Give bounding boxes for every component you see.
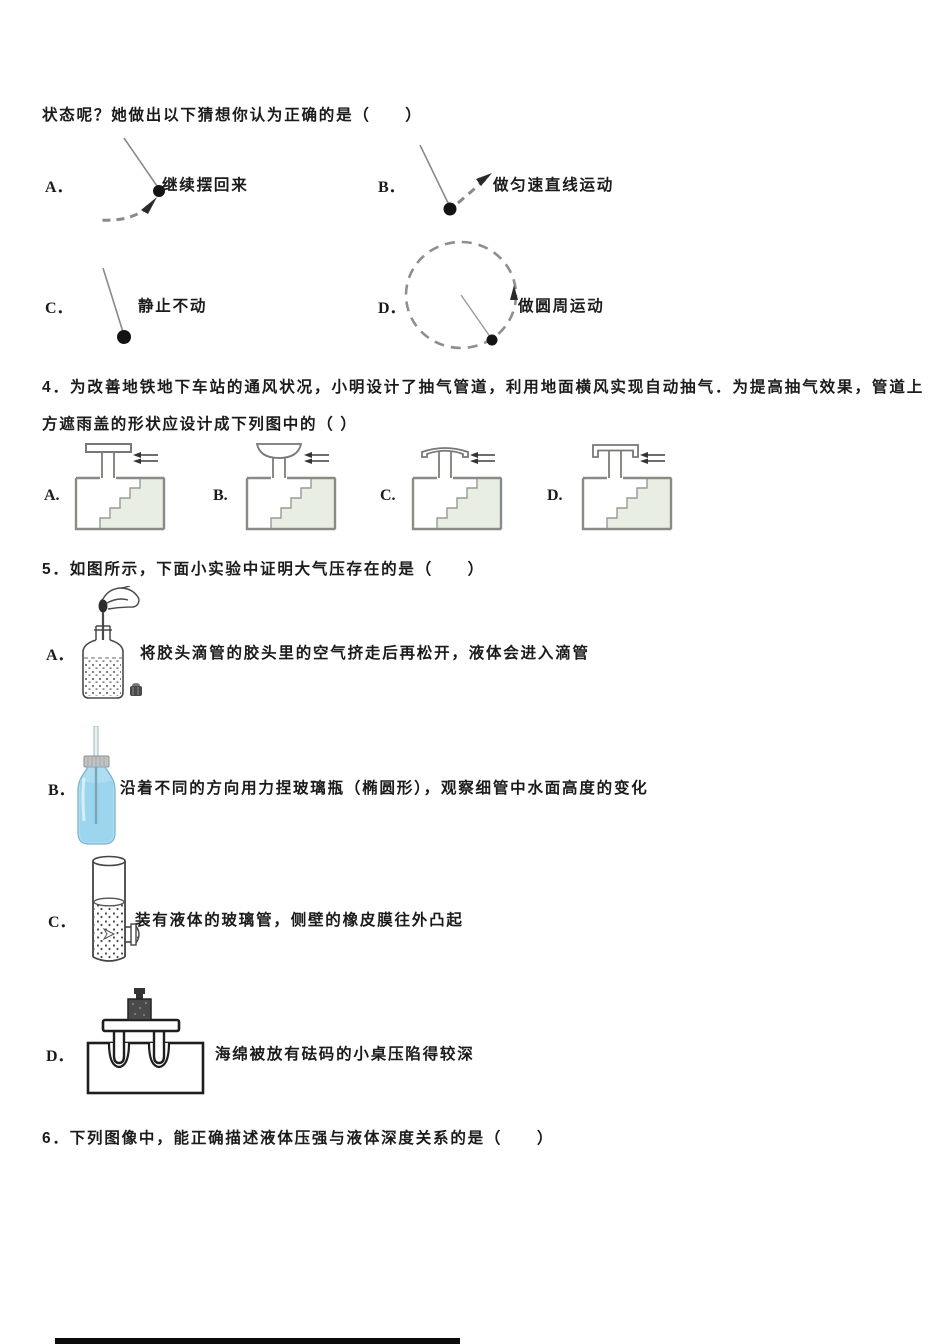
q5-option-b-text: 沿着不同的方向用力捏玻璃瓶（椭圆形），观察细管中水面高度的变化 [120, 780, 649, 797]
weight-table-sponge-diagram [86, 988, 205, 1095]
q3-option-c-label: C． [45, 300, 73, 317]
glass-bottle-thin-tube-diagram [77, 726, 116, 845]
pendulum-straight-line-diagram [419, 144, 492, 216]
q3-option-b-label: B． [378, 179, 405, 196]
question5-text: 5．如图所示，下面小实验中证明大气压存在的是（ ） [42, 561, 485, 578]
pendulum-still-diagram [102, 267, 131, 344]
q5-option-d-text: 海绵被放有砝码的小桌压陷得较深 [215, 1046, 475, 1063]
q3-option-b-text: 做匀速直线运动 [493, 177, 615, 194]
pendulum-swing-back-diagram [99, 137, 165, 222]
q5-option-c-label: C． [48, 914, 76, 931]
q4-curved-cover-duct-diagram [411, 447, 503, 531]
q5-option-c-text: 装有液体的玻璃管，侧壁的橡皮膜往外凸起 [135, 912, 464, 929]
q3-option-d-text: 做圆周运动 [518, 298, 605, 315]
scan-artifact-bar [55, 1338, 460, 1344]
q4-flat-cover-duct-diagram [74, 443, 166, 531]
q4-option-a-label: A. [44, 487, 60, 504]
q3-option-c-text: 静止不动 [138, 298, 208, 315]
q4-option-b-label: B. [213, 487, 228, 504]
q4-channel-cover-duct-diagram [581, 444, 673, 531]
q4-bowl-cover-duct-diagram [245, 443, 337, 531]
q4-option-c-label: C. [380, 487, 396, 504]
q5-option-a-text: 将胶头滴管的胶头里的空气挤走后再松开，液体会进入滴管 [140, 645, 590, 662]
q5-option-b-label: B． [48, 782, 75, 799]
q5-option-a-label: A． [46, 647, 74, 664]
question4-text: 4．为改善地铁地下车站的通风状况，小明设计了抽气管道，利用地面横风实现自动抽气．… [42, 379, 924, 433]
q4-option-d-label: D. [547, 487, 563, 504]
question6-text: 6．下列图像中，能正确描述液体压强与液体深度关系的是（ ） [42, 1130, 555, 1147]
q3-option-a-label: A． [45, 179, 73, 196]
q3-option-a-text: 继续摆回来 [162, 177, 249, 194]
q3-option-d-label: D． [378, 300, 406, 317]
q5-option-d-label: D． [46, 1048, 74, 1065]
pendulum-circular-motion-diagram [404, 240, 518, 350]
question3-intro-text: 状态呢？她做出以下猜想你认为正确的是（ ） [42, 107, 423, 124]
dropper-bottle-experiment-diagram [82, 586, 142, 699]
liquid-tube-membrane-diagram [92, 855, 140, 962]
